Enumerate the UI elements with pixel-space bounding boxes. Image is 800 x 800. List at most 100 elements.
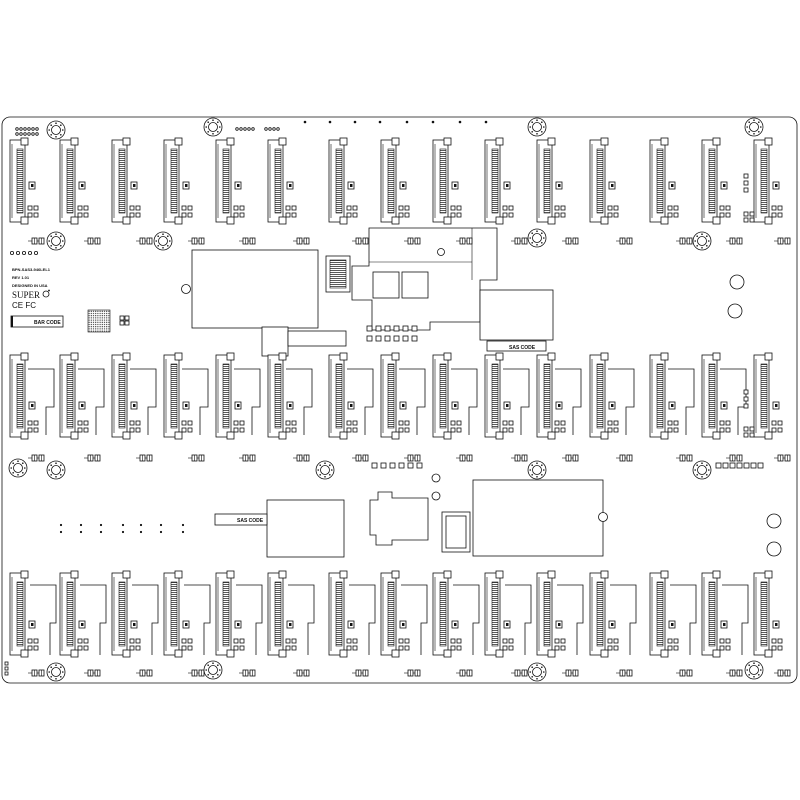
via bbox=[162, 247, 164, 249]
resistor-pad bbox=[239, 205, 245, 211]
pad bbox=[384, 335, 391, 342]
connector-header-inner bbox=[445, 515, 467, 549]
resistor-pad bbox=[83, 420, 89, 426]
connector-latch bbox=[660, 137, 669, 146]
via bbox=[60, 235, 62, 237]
via bbox=[155, 240, 157, 242]
resistor-pad bbox=[181, 420, 187, 426]
transistor-mark bbox=[402, 623, 405, 626]
bay-outline bbox=[184, 584, 211, 655]
resistor-pad bbox=[554, 638, 560, 644]
pin bbox=[15, 250, 20, 255]
connector-pins bbox=[656, 581, 664, 647]
connector-latch bbox=[226, 649, 235, 658]
transistor-mark bbox=[133, 623, 136, 626]
connector-latch bbox=[226, 137, 235, 146]
pin bbox=[15, 132, 19, 136]
via bbox=[748, 121, 750, 123]
connector-latch bbox=[70, 570, 79, 579]
connector-latch bbox=[278, 137, 287, 146]
pad bbox=[722, 462, 729, 469]
via bbox=[139, 523, 143, 527]
connector-pins bbox=[491, 148, 499, 214]
drive-connector bbox=[380, 570, 428, 658]
drive-connector bbox=[432, 352, 478, 440]
via bbox=[536, 119, 538, 121]
mounting-hole bbox=[203, 660, 223, 680]
connector-latch bbox=[174, 352, 183, 361]
resistor-pad bbox=[135, 205, 141, 211]
expander-chip-left bbox=[191, 249, 319, 329]
resistor-pad bbox=[181, 212, 187, 218]
mounting-hole-drill bbox=[158, 236, 168, 246]
via bbox=[531, 131, 533, 133]
resistor-pad bbox=[398, 427, 404, 433]
revision-text: REV 1.01 bbox=[12, 275, 30, 280]
via bbox=[536, 678, 538, 680]
resistor-pad bbox=[187, 420, 193, 426]
resistor-pad bbox=[502, 205, 508, 211]
small-component bbox=[124, 315, 130, 321]
resistor-pad bbox=[187, 638, 193, 644]
via bbox=[378, 120, 382, 124]
resistor-pad bbox=[77, 645, 83, 651]
connector-latch bbox=[20, 352, 29, 361]
mounting-hole bbox=[527, 117, 547, 137]
via bbox=[541, 676, 543, 678]
connector-latch bbox=[600, 649, 609, 658]
connector-latch bbox=[712, 216, 721, 225]
mounting-hole bbox=[692, 231, 712, 251]
pad bbox=[743, 403, 749, 409]
via bbox=[79, 523, 83, 527]
pin bbox=[9, 250, 14, 255]
drive-connector bbox=[111, 352, 157, 440]
resistor-pad bbox=[129, 205, 135, 211]
resistor-pad bbox=[77, 427, 83, 433]
led-footprint bbox=[84, 669, 101, 677]
connector-pins bbox=[387, 363, 395, 429]
led-footprint bbox=[84, 454, 101, 462]
drive-connector bbox=[484, 352, 530, 440]
component-array bbox=[743, 211, 755, 223]
via bbox=[55, 678, 57, 680]
connector-latch bbox=[600, 216, 609, 225]
pin bbox=[35, 127, 39, 131]
mounting-hole-drill bbox=[208, 122, 218, 132]
via bbox=[331, 469, 333, 471]
resistor-pad bbox=[719, 638, 725, 644]
resistor-pad bbox=[27, 212, 33, 218]
drive-connector bbox=[328, 352, 374, 440]
via bbox=[205, 126, 207, 128]
resistor-pad bbox=[554, 420, 560, 426]
resistor-pad bbox=[398, 638, 404, 644]
transistor-mark bbox=[775, 184, 778, 187]
bay-outline bbox=[555, 368, 582, 435]
connector-pins bbox=[335, 581, 343, 647]
resistor-pad bbox=[554, 212, 560, 218]
controller-sub-block bbox=[372, 271, 400, 299]
led-footprint bbox=[511, 454, 528, 462]
pad bbox=[366, 335, 373, 342]
connector-latch bbox=[600, 137, 609, 146]
component-outline bbox=[287, 330, 347, 347]
small-component bbox=[119, 320, 125, 326]
resistor-pad bbox=[291, 212, 297, 218]
resistor-pad bbox=[129, 212, 135, 218]
drive-connector bbox=[267, 570, 315, 658]
via bbox=[706, 245, 708, 247]
pad bbox=[4, 671, 9, 676]
resistor-pad bbox=[450, 638, 456, 644]
standoff-hole bbox=[766, 513, 782, 529]
resistor-pad bbox=[554, 645, 560, 651]
connector-latch bbox=[70, 137, 79, 146]
drive-connector bbox=[328, 137, 358, 225]
via bbox=[157, 235, 159, 237]
via bbox=[303, 120, 307, 124]
via bbox=[60, 124, 62, 126]
resistor-pad bbox=[502, 427, 508, 433]
pad bbox=[757, 462, 764, 469]
connector-latch bbox=[495, 137, 504, 146]
via bbox=[181, 523, 185, 527]
via bbox=[529, 126, 531, 128]
